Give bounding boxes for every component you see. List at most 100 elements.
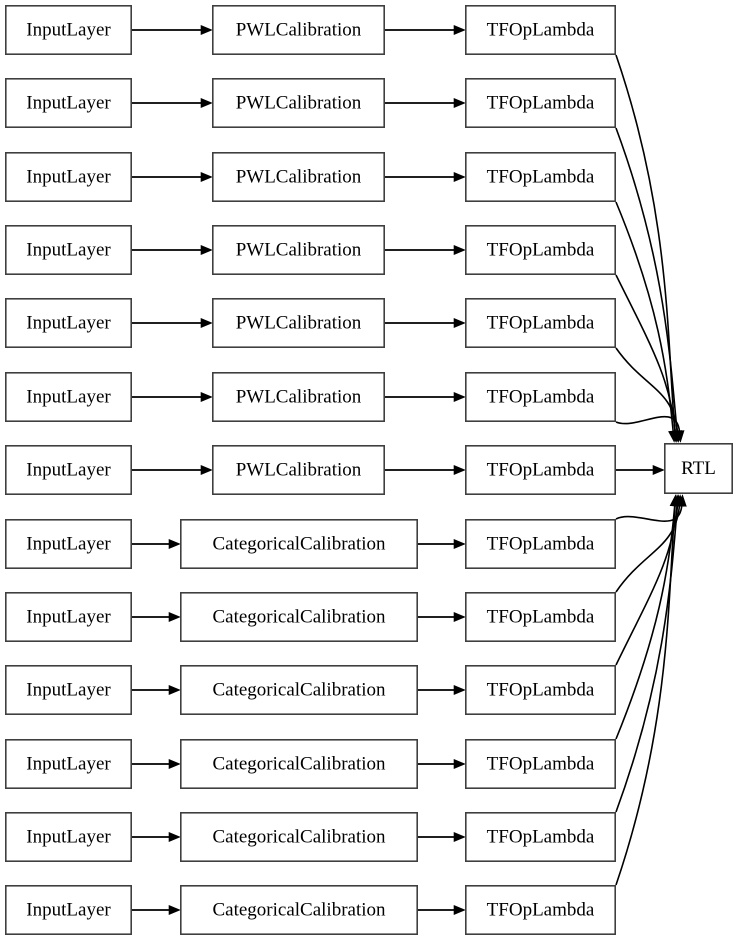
- edge-calibration-to-lambda-0-arrowhead: [453, 24, 466, 36]
- node-calibration-9[interactable]: CategoricalCalibration: [180, 664, 418, 715]
- node-tf-op-lambda-12-label: TFOpLambda: [487, 899, 595, 920]
- node-input-layer-0[interactable]: InputLayer: [5, 5, 133, 56]
- edge-input-to-calibration-4: [132, 317, 213, 329]
- node-calibration-12[interactable]: CategoricalCalibration: [180, 884, 418, 935]
- node-calibration-10[interactable]: CategoricalCalibration: [180, 738, 418, 789]
- edge-lambda-to-rtl-11-path: [615, 504, 679, 813]
- node-calibration-7[interactable]: CategoricalCalibration: [180, 518, 418, 569]
- node-tf-op-lambda-4-box: [464, 297, 616, 348]
- node-calibration-11[interactable]: CategoricalCalibration: [180, 811, 418, 862]
- edge-input-to-calibration-12: [132, 904, 181, 916]
- edge-calibration-to-lambda-10-arrowhead: [453, 758, 466, 770]
- edge-lambda-to-rtl-6-arrowhead: [652, 464, 665, 476]
- node-input-layer-4[interactable]: InputLayer: [5, 297, 133, 348]
- edge-calibration-to-lambda-10: [418, 758, 466, 770]
- node-tf-op-lambda-3[interactable]: TFOpLambda: [464, 225, 616, 276]
- node-calibration-6-box: [212, 444, 385, 495]
- node-calibration-12-box: [180, 884, 418, 935]
- node-tf-op-lambda-8-label: TFOpLambda: [487, 606, 595, 627]
- edge-input-to-calibration-1-arrowhead: [200, 97, 213, 109]
- node-calibration-10-box: [180, 738, 418, 789]
- node-calibration-7-label: CategoricalCalibration: [212, 533, 386, 554]
- node-rtl[interactable]: RTL: [663, 442, 733, 494]
- node-tf-op-lambda-1-label: TFOpLambda: [487, 92, 595, 113]
- edge-input-to-calibration-6: [132, 464, 213, 476]
- node-rtl-box: [663, 442, 733, 494]
- node-calibration-0[interactable]: PWLCalibration: [212, 5, 385, 56]
- node-tf-op-lambda-8[interactable]: TFOpLambda: [464, 591, 616, 642]
- node-input-layer-5[interactable]: InputLayer: [5, 371, 133, 422]
- node-input-layer-1[interactable]: InputLayer: [5, 78, 133, 129]
- node-input-layer-9-box: [5, 664, 133, 715]
- edge-calibration-to-lambda-3: [385, 244, 466, 256]
- node-calibration-2[interactable]: PWLCalibration: [212, 152, 385, 203]
- node-tf-op-lambda-11-label: TFOpLambda: [487, 826, 595, 847]
- node-input-layer-6[interactable]: InputLayer: [5, 444, 133, 495]
- node-tf-op-lambda-4[interactable]: TFOpLambda: [464, 297, 616, 348]
- node-tf-op-lambda-0[interactable]: TFOpLambda: [464, 5, 616, 56]
- node-input-layer-0-box: [5, 5, 133, 56]
- node-calibration-2-label: PWLCalibration: [236, 166, 362, 187]
- node-calibration-4-label: PWLCalibration: [236, 312, 362, 333]
- node-input-layer-10-label: InputLayer: [26, 753, 111, 774]
- node-input-layer-3[interactable]: InputLayer: [5, 225, 133, 276]
- node-tf-op-lambda-6-label: TFOpLambda: [487, 459, 595, 480]
- edge-calibration-to-lambda-1-arrowhead: [453, 97, 466, 109]
- edge-calibration-to-lambda-5-arrowhead: [453, 391, 466, 403]
- node-tf-op-lambda-11[interactable]: TFOpLambda: [464, 811, 616, 862]
- node-calibration-5-label: PWLCalibration: [236, 386, 362, 407]
- edge-calibration-to-lambda-9-arrowhead: [453, 684, 466, 696]
- node-tf-op-lambda-9-box: [464, 664, 616, 715]
- node-input-layer-7-label: InputLayer: [26, 533, 111, 554]
- edge-input-to-calibration-9: [132, 684, 181, 696]
- node-calibration-8[interactable]: CategoricalCalibration: [180, 591, 418, 642]
- node-tf-op-lambda-9[interactable]: TFOpLambda: [464, 664, 616, 715]
- node-calibration-4[interactable]: PWLCalibration: [212, 297, 385, 348]
- node-tf-op-lambda-7-box: [464, 518, 616, 569]
- node-input-layer-8-label: InputLayer: [26, 606, 111, 627]
- node-calibration-3[interactable]: PWLCalibration: [212, 225, 385, 276]
- edge-lambda-to-rtl-12-arrowhead: [669, 494, 681, 507]
- node-tf-op-lambda-1-box: [464, 78, 616, 129]
- node-calibration-6[interactable]: PWLCalibration: [212, 444, 385, 495]
- node-calibration-1[interactable]: PWLCalibration: [212, 78, 385, 129]
- node-tf-op-lambda-10[interactable]: TFOpLambda: [464, 738, 616, 789]
- node-calibration-2-box: [212, 152, 385, 203]
- edge-input-to-calibration-8-arrowhead: [168, 611, 181, 623]
- node-tf-op-lambda-6[interactable]: TFOpLambda: [464, 444, 616, 495]
- edge-lambda-to-rtl-7-path: [615, 504, 683, 522]
- node-input-layer-7[interactable]: InputLayer: [5, 518, 133, 569]
- node-input-layer-1-box: [5, 78, 133, 129]
- node-tf-op-lambda-7[interactable]: TFOpLambda: [464, 518, 616, 569]
- edge-input-to-calibration-7: [132, 538, 181, 550]
- edge-lambda-to-rtl-12-path: [615, 504, 676, 886]
- edge-input-to-calibration-2: [132, 171, 213, 183]
- edges-layer: [132, 24, 687, 916]
- edge-lambda-to-rtl-9-path: [615, 504, 678, 666]
- node-input-layer-10[interactable]: InputLayer: [5, 738, 133, 789]
- edge-calibration-to-lambda-9: [418, 684, 466, 696]
- edge-calibration-to-lambda-2: [385, 171, 466, 183]
- edge-input-to-calibration-3-arrowhead: [200, 244, 213, 256]
- node-tf-op-lambda-1[interactable]: TFOpLambda: [464, 78, 616, 129]
- edge-calibration-to-lambda-4-arrowhead: [453, 317, 466, 329]
- node-tf-op-lambda-12[interactable]: TFOpLambda: [464, 884, 616, 935]
- node-input-layer-2[interactable]: InputLayer: [5, 152, 133, 203]
- node-input-layer-12[interactable]: InputLayer: [5, 884, 133, 935]
- edge-calibration-to-lambda-12: [418, 904, 466, 916]
- node-tf-op-lambda-2[interactable]: TFOpLambda: [464, 152, 616, 203]
- edge-calibration-to-lambda-8-arrowhead: [453, 611, 466, 623]
- node-calibration-5[interactable]: PWLCalibration: [212, 371, 385, 422]
- edge-lambda-to-rtl-0: [615, 54, 680, 443]
- edge-lambda-to-rtl-6: [616, 464, 665, 476]
- node-tf-op-lambda-5[interactable]: TFOpLambda: [464, 371, 616, 422]
- node-input-layer-9[interactable]: InputLayer: [5, 664, 133, 715]
- node-input-layer-4-label: InputLayer: [26, 312, 111, 333]
- node-input-layer-8[interactable]: InputLayer: [5, 591, 133, 642]
- node-input-layer-12-box: [5, 884, 133, 935]
- node-input-layer-11[interactable]: InputLayer: [5, 811, 133, 862]
- node-input-layer-2-label: InputLayer: [26, 166, 111, 187]
- edge-input-to-calibration-10-arrowhead: [168, 758, 181, 770]
- edge-input-to-calibration-1: [132, 97, 213, 109]
- edge-input-to-calibration-5: [132, 391, 213, 403]
